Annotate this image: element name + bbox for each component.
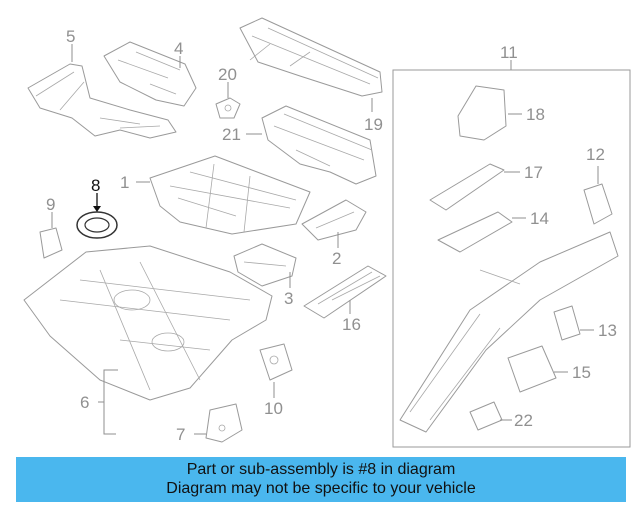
- part-22-shape: [469, 401, 503, 431]
- part-19-shape: [239, 17, 383, 97]
- part-20-shape: [215, 97, 241, 119]
- callout-8: 8: [91, 176, 100, 195]
- banner-line-1: Part or sub-assembly is #8 in diagram: [186, 461, 456, 478]
- callout-5: 5: [66, 27, 75, 46]
- callout-18: 18: [526, 105, 545, 124]
- callout-14: 14: [530, 209, 549, 228]
- part-21-shape: [261, 105, 377, 185]
- part-6-shape: [23, 245, 273, 401]
- callout-12: 12: [586, 145, 605, 164]
- part-13-shape: [553, 305, 581, 341]
- part-17-shape: [429, 163, 505, 211]
- parts-diagram: 5 4 20 19 21 1 8 9 2 3 16 6 10 7 11 18 1…: [23, 17, 631, 448]
- part-15-shape: [507, 345, 557, 393]
- part-8-shape: [76, 211, 118, 239]
- part-4-shape: [103, 41, 197, 107]
- callout-9: 9: [46, 195, 55, 214]
- part-10-shape: [259, 343, 293, 381]
- part-3-shape: [233, 243, 297, 287]
- banner-line-2: Diagram may not be specific to your vehi…: [166, 480, 476, 497]
- callout-16: 16: [342, 315, 361, 334]
- callout-7: 7: [176, 425, 185, 444]
- part-16-shape: [303, 265, 387, 319]
- part-14-shape: [437, 211, 513, 253]
- part-18-shape: [457, 85, 507, 141]
- part-side-rail-shape: [399, 231, 619, 433]
- callout-3: 3: [284, 289, 293, 308]
- callout-19: 19: [364, 115, 383, 134]
- part-2-shape: [301, 199, 367, 241]
- callout-6: 6: [80, 393, 89, 412]
- part-7-shape: [205, 403, 243, 443]
- callout-11: 11: [500, 43, 518, 62]
- part-9-shape: [39, 227, 63, 259]
- callout-10: 10: [264, 399, 283, 418]
- arrow-8: [93, 206, 101, 212]
- info-banner: Part or sub-assembly is #8 in diagram Di…: [16, 457, 626, 502]
- part-12-shape: [583, 183, 613, 225]
- callout-13: 13: [598, 321, 617, 340]
- callout-20: 20: [218, 65, 237, 84]
- callout-15: 15: [572, 363, 591, 382]
- callout-2: 2: [332, 249, 341, 268]
- callout-21: 21: [222, 125, 241, 144]
- callout-1: 1: [120, 173, 129, 192]
- part-5-shape: [27, 63, 177, 139]
- callout-22: 22: [514, 411, 533, 430]
- part-1-shape: [149, 155, 311, 235]
- callout-17: 17: [524, 163, 543, 182]
- callout-4: 4: [174, 39, 183, 58]
